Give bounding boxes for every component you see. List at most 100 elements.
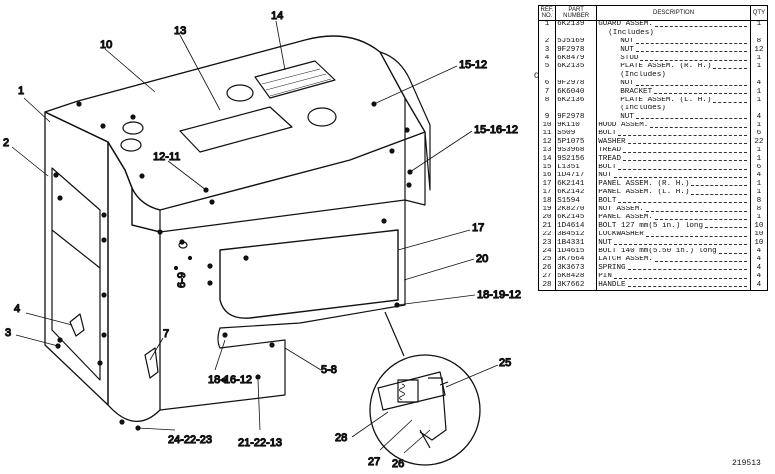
part-number-cell: S509 <box>555 130 598 139</box>
qty-cell: 4 <box>749 247 769 256</box>
description-text: NUT <box>620 113 634 121</box>
part-number-cell: 6K2139 <box>555 20 598 30</box>
description-cell: BOLT <box>596 197 751 206</box>
leader-dots <box>650 126 747 128</box>
ref-cell: 16 <box>537 172 557 181</box>
description-text: PANEL ASSEM. (L. H.) <box>598 188 690 197</box>
hood-right-side <box>404 98 426 206</box>
leader-dots <box>691 185 747 187</box>
ref-cell: 3 <box>537 46 557 55</box>
part-number-cell: 1D4717 <box>555 172 598 181</box>
callout-17: 17 <box>472 222 484 234</box>
qty-cell: 1 <box>749 88 769 97</box>
description-text: NUT <box>620 37 634 46</box>
description-cell: LATCH ASSEM. <box>596 255 751 265</box>
part-number-cell: 9S2156 <box>555 155 598 164</box>
qty-cell: 4 <box>749 281 769 291</box>
description-cell: NUT <box>596 239 751 248</box>
ref-cell: 26 <box>537 264 557 273</box>
ref-cell: 27 <box>537 272 557 282</box>
qty-cell: 10 <box>749 230 769 240</box>
ref-cell: 25 <box>537 255 557 265</box>
qty-cell: 1 <box>749 146 769 156</box>
callout-18-16-12: 18-16-12 <box>208 374 252 386</box>
ref-cell: 6 <box>537 79 557 89</box>
part-number-cell: 5P1075 <box>555 138 598 147</box>
leader-dots <box>635 84 747 86</box>
part-number-cell: 1D4614 <box>555 222 598 231</box>
description-cell: BOLT 127 mm(5 in.) long <box>596 222 751 231</box>
part-number-cell: 1D4615 <box>555 247 598 256</box>
description-cell: BOLT <box>596 163 751 173</box>
description-cell: BOLT 140 mm(5.50 in.) long <box>596 247 751 256</box>
leader-dots <box>635 118 747 120</box>
qty-cell: 1 <box>749 54 769 63</box>
leader-dots <box>645 210 747 212</box>
ref-cell: 11 <box>537 130 557 139</box>
ref-cell: 22 <box>537 230 557 240</box>
ref-cell: 12 <box>537 138 557 147</box>
description-cell: PANEL ASSEM. (L. H.) <box>596 188 751 198</box>
description-text: TREAD <box>598 155 622 163</box>
qty-cell: 1 <box>749 96 769 105</box>
qty-cell <box>749 71 769 80</box>
description-cell: TREAD <box>596 146 751 156</box>
hood-right-edge <box>379 51 431 191</box>
ref-cell: 5 <box>537 62 557 72</box>
description-text: HOOD ASSEM. <box>598 121 649 130</box>
left-side-inner <box>51 167 101 381</box>
ref-cell <box>537 104 557 114</box>
description-cell: TREAD <box>596 155 751 164</box>
description-cell: STUD <box>596 54 751 63</box>
description-text: STUD <box>620 54 639 62</box>
qty-cell: 8 <box>749 205 769 214</box>
qty-cell: 6 <box>749 130 769 139</box>
ref-cell: 17 <box>537 180 557 189</box>
description-cell: PLATE ASSEM. (R. H.) <box>596 62 751 72</box>
part-number-cell: 9S3968 <box>555 146 598 156</box>
leader-dots <box>691 193 747 195</box>
description-cell: PANEL ASSEM. <box>596 213 751 223</box>
description-text: PIN <box>598 272 612 281</box>
qty-cell: 8 <box>749 197 769 206</box>
left-side-bolts <box>53 172 107 366</box>
description-text: BOLT 127 mm(5 in.) long <box>598 222 704 230</box>
qty-cell: 4 <box>749 79 769 89</box>
part-number-cell: 9F2978 <box>555 79 598 89</box>
description-cell: GUARD ASSEM. <box>596 20 751 30</box>
ref-cell: 21 <box>537 222 557 231</box>
qty-cell: 12 <box>749 46 769 55</box>
description-text: PLATE ASSEM. (L. H.) <box>620 96 712 104</box>
part-number-cell: 1B4331 <box>555 239 598 248</box>
description-text: (Includes) <box>608 29 654 37</box>
qty-cell <box>749 104 769 114</box>
part-number-cell: 6K2145 <box>555 213 598 223</box>
part-number-cell: 3K7664 <box>555 255 598 265</box>
description-cell: HOOD ASSEM. <box>596 121 751 131</box>
description-text: TREAD <box>598 146 622 155</box>
qty-cell: 4 <box>749 172 769 181</box>
ref-cell: 9 <box>537 113 557 122</box>
part-number-cell: 6K2135 <box>555 62 598 72</box>
leader-dots <box>645 235 747 237</box>
callout-5-8: 5-8 <box>321 364 337 376</box>
description-text: PLATE ASSEM. (R. H.) <box>620 62 712 71</box>
leader-dots <box>623 160 747 162</box>
callout-24-22-23: 24-22-23 <box>168 434 212 446</box>
description-cell: (Includes) <box>596 104 751 114</box>
table-row: (Includes) <box>537 104 769 114</box>
qty-cell: 4 <box>749 113 769 122</box>
qty-cell: 1 <box>749 20 769 30</box>
